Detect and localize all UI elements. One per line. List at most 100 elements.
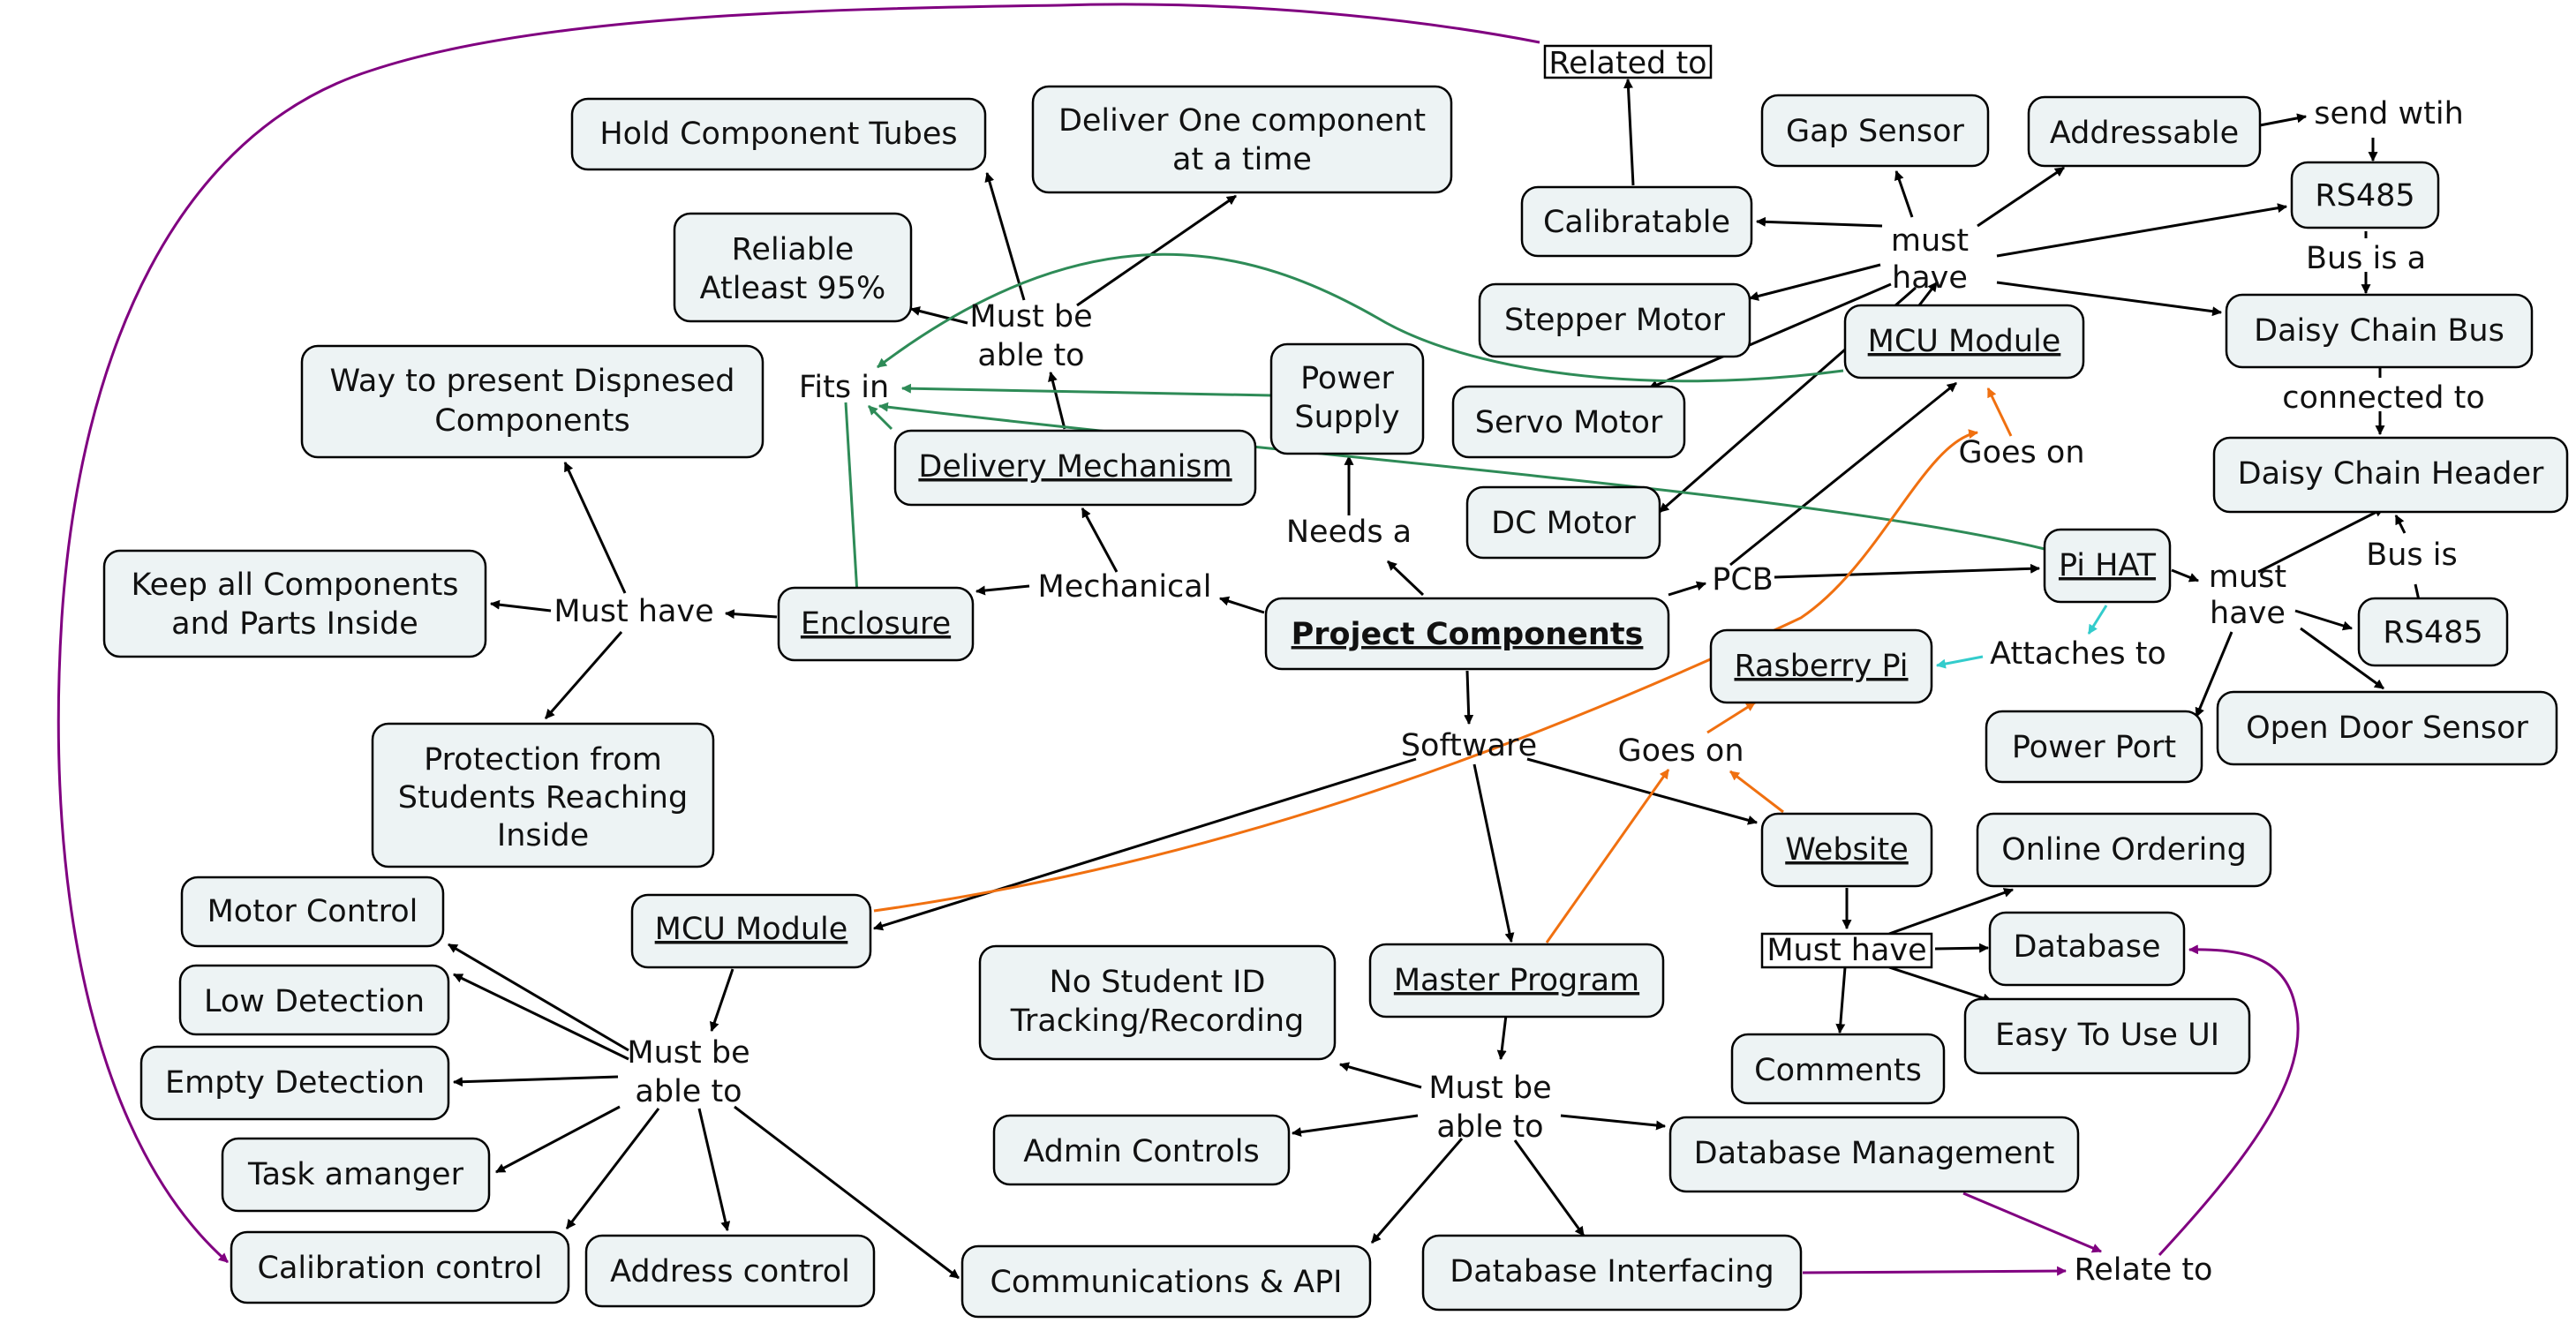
node-power-supply[interactable]: Power Supply: [1269, 342, 1425, 455]
node-calibration-control[interactable]: Calibration control: [230, 1230, 570, 1304]
label-goes-on-top: Goes on: [1958, 435, 2084, 470]
label-must-be-master-line2: able to: [1436, 1109, 1543, 1145]
edge-mechanical-delivery: [1081, 507, 1119, 573]
label-must-be-able-to-mech: Must be able to: [969, 299, 1092, 373]
node-rs485-mid[interactable]: RS485: [2357, 597, 2509, 667]
node-no-student-id-line1: No Student ID: [1050, 965, 1266, 1000]
node-mcu-module-sw[interactable]: MCU Module: [630, 893, 872, 969]
label-bus-is: Bus is: [2366, 537, 2458, 573]
edge-master-mustbe: [1496, 1014, 1508, 1061]
node-reliable[interactable]: Reliable Atleast 95%: [673, 212, 913, 323]
node-protection-line2: Students Reaching: [398, 780, 688, 816]
label-needs-a-text: Needs a: [1286, 515, 1412, 550]
node-pi-hat[interactable]: Pi HAT: [2043, 528, 2172, 604]
edges: [56, 3, 2421, 1280]
label-pcb: PCB: [1712, 562, 1774, 598]
node-rs485-top[interactable]: RS485: [2290, 161, 2440, 229]
node-motor-control-text: Motor Control: [207, 894, 418, 929]
edge-mustbe-low: [453, 973, 629, 1061]
node-mcu-module-sw-text: MCU Module: [655, 912, 848, 947]
node-easy-to-use-ui[interactable]: Easy To Use UI: [1963, 997, 2251, 1075]
node-enclosure-text: Enclosure: [801, 606, 951, 642]
node-empty-detection[interactable]: Empty Detection: [139, 1045, 450, 1121]
node-project-components[interactable]: Project Components: [1264, 597, 1670, 671]
edge-software-mcu: [872, 757, 1417, 931]
node-online-ordering-text: Online Ordering: [2001, 832, 2247, 868]
node-online-ordering[interactable]: Online Ordering: [1976, 812, 2272, 888]
node-power-port[interactable]: Power Port: [1985, 710, 2203, 784]
node-deliver-one-line1: Deliver One component: [1058, 103, 1426, 139]
node-website[interactable]: Website: [1760, 812, 1933, 888]
node-communications-api[interactable]: Communications & API: [960, 1244, 1372, 1319]
node-daisy-chain-bus-text: Daisy Chain Bus: [2254, 313, 2504, 349]
edge-calibratable-related: [1623, 78, 1635, 186]
edge-mustbe-motor: [448, 943, 629, 1052]
node-comments[interactable]: Comments: [1730, 1033, 1946, 1105]
node-keep-all-line2: and Parts Inside: [171, 606, 418, 642]
label-must-have-enclosure-text: Must have: [554, 594, 713, 629]
node-keep-all-components[interactable]: Keep all Components and Parts Inside: [102, 549, 487, 658]
label-must-have-mcu-line1: must: [1891, 223, 1969, 259]
edge-attaches-rasberry: [1935, 655, 1984, 669]
node-delivery-mechanism[interactable]: Delivery Mechanism: [893, 429, 1257, 507]
node-rasberry-pi[interactable]: Rasberry Pi: [1709, 628, 1933, 704]
node-calibratable[interactable]: Calibratable: [1520, 185, 1753, 258]
node-daisy-chain-header[interactable]: Daisy Chain Header: [2212, 436, 2569, 514]
node-mcu-module-hw[interactable]: MCU Module: [1843, 304, 2085, 380]
node-stepper-motor[interactable]: Stepper Motor: [1478, 282, 1751, 358]
node-stepper-motor-text: Stepper Motor: [1504, 303, 1726, 338]
node-no-student-id[interactable]: No Student ID Tracking/Recording: [978, 944, 1337, 1061]
node-admin-controls[interactable]: Admin Controls: [992, 1114, 1291, 1186]
edge-mustbe-empty: [452, 1075, 619, 1087]
edge-musthave-online: [1888, 888, 2015, 936]
node-way-to-present-line1: Way to present Dispnesed: [330, 364, 735, 399]
node-open-door-sensor[interactable]: Open Door Sensor: [2216, 690, 2558, 766]
label-goes-on-top-text: Goes on: [1958, 435, 2084, 470]
node-database-management[interactable]: Database Management: [1668, 1116, 2080, 1193]
node-motor-control[interactable]: Motor Control: [180, 876, 445, 948]
label-must-have-mcu-line2: have: [1892, 260, 1968, 296]
node-address-control[interactable]: Address control: [584, 1234, 876, 1308]
label-bus-is-a-text: Bus is a: [2306, 241, 2426, 276]
label-fits-in: Fits in: [799, 370, 889, 405]
label-send-wtih-text: send wtih: [2314, 96, 2464, 132]
node-protection[interactable]: Protection from Students Reaching Inside: [371, 722, 715, 868]
node-protection-line3: Inside: [497, 818, 589, 853]
label-mechanical: Mechanical: [1038, 569, 1212, 605]
node-database-interfacing[interactable]: Database Interfacing: [1421, 1234, 1803, 1312]
node-gap-sensor[interactable]: Gap Sensor: [1760, 94, 1990, 168]
label-needs-a: Needs a: [1286, 515, 1412, 550]
edge-mcu-fitsin: [877, 252, 1844, 383]
node-task-amanger[interactable]: Task amanger: [221, 1137, 491, 1213]
node-enclosure[interactable]: Enclosure: [777, 586, 975, 662]
edge-musthave-daisybus: [1996, 281, 2223, 317]
label-must-have-web: Must have: [1760, 932, 1933, 969]
node-rasberry-pi-text: Rasberry Pi: [1734, 649, 1908, 684]
node-easy-to-use-ui-text: Easy To Use UI: [1995, 1018, 2219, 1053]
edge-addressable-send: [2259, 113, 2308, 127]
node-addressable[interactable]: Addressable: [2027, 95, 2262, 168]
node-master-program[interactable]: Master Program: [1368, 943, 1665, 1019]
edge-dbinterface-relate: [1802, 1266, 2068, 1276]
node-way-to-present[interactable]: Way to present Dispnesed Components: [300, 344, 765, 459]
node-project-components-text: Project Components: [1292, 617, 1644, 652]
label-attaches-to-text: Attaches to: [1990, 636, 2166, 672]
node-daisy-chain-bus[interactable]: Daisy Chain Bus: [2225, 293, 2534, 369]
edge-software-master: [1473, 763, 1515, 943]
node-deliver-one-component[interactable]: Deliver One component at a time: [1031, 85, 1453, 194]
edge-mcu-musthave: [1917, 282, 1939, 306]
node-rs485-top-text: RS485: [2315, 178, 2414, 214]
node-database-text: Database: [2013, 929, 2160, 965]
node-low-detection[interactable]: Low Detection: [178, 964, 450, 1036]
edge-pihat-fitsin: [877, 402, 2045, 551]
node-daisy-chain-header-text: Daisy Chain Header: [2238, 456, 2544, 492]
node-servo-motor[interactable]: Servo Motor: [1451, 385, 1686, 459]
edge-related-calibration: [56, 3, 1540, 1264]
edge-musthave-powerport: [2195, 631, 2233, 718]
node-dc-motor[interactable]: DC Motor: [1465, 485, 1661, 560]
node-no-student-id-line2: Tracking/Recording: [1010, 1004, 1305, 1039]
node-hold-component-tubes[interactable]: Hold Component Tubes: [570, 97, 987, 171]
node-database[interactable]: Database: [1988, 911, 2186, 987]
label-connected-to-text: connected to: [2282, 380, 2485, 416]
